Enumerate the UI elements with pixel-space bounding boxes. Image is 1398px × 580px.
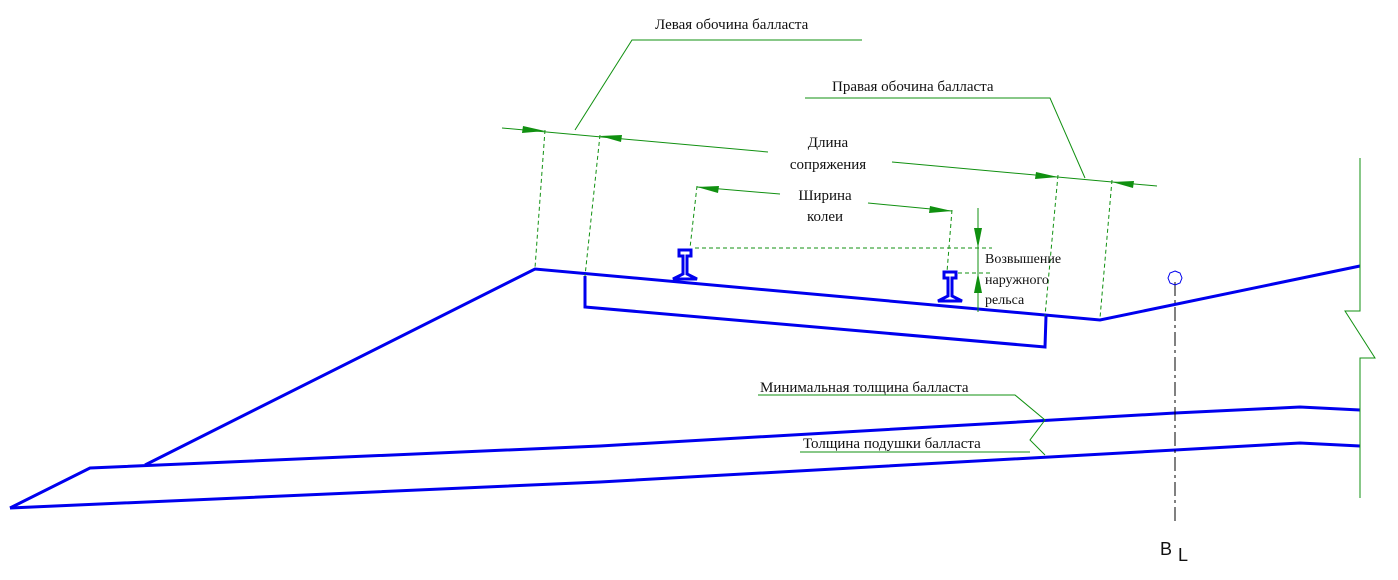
left-shoulder-label: Левая обочина балласта: [655, 17, 809, 33]
arrow-icon: [929, 206, 952, 213]
dimension-line: [501, 127, 769, 153]
extension-line: [1044, 174, 1059, 317]
extension-line: [534, 129, 546, 269]
centerline-marker-icon: [1167, 270, 1183, 286]
axis-label-b: B: [1160, 539, 1172, 559]
subgrade-top-line: [9, 405, 1361, 510]
subgrade-bottom-line: [9, 441, 1361, 510]
min-thickness-label: Минимальная толщина балласта: [760, 380, 969, 396]
right-rail-icon: [937, 270, 963, 303]
gauge-label: Ширина: [798, 188, 852, 204]
gauge-label-2: колеи: [807, 209, 843, 225]
min-thickness-leader: [758, 394, 1046, 456]
axis-label-l: L: [1178, 545, 1188, 565]
superelevation-label-3: рельса: [985, 293, 1025, 308]
arrow-icon: [600, 135, 622, 142]
right-shoulder-label: Правая обочина балласта: [832, 79, 994, 95]
transition-length-label: Длина: [808, 135, 849, 151]
left-rail-icon: [672, 248, 698, 281]
extension-line: [1099, 179, 1113, 319]
arrow-icon: [1035, 172, 1058, 179]
arrow-icon: [1112, 181, 1134, 188]
right-shoulder-leader: [805, 97, 1086, 179]
extension-line: [946, 209, 953, 273]
superelevation-label-2: наружного: [985, 273, 1049, 288]
extension-line: [584, 134, 601, 277]
arrow-icon: [974, 273, 982, 293]
extension-line: [689, 185, 698, 249]
transition-length-label-2: сопряжения: [790, 157, 866, 173]
arrow-icon: [974, 228, 982, 248]
sleeper: [583, 276, 1048, 349]
arrow-icon: [522, 126, 545, 133]
break-line: [1344, 158, 1376, 498]
ballast-slope-and-surface: [144, 264, 1361, 467]
superelevation-label: Возвышение: [985, 252, 1061, 267]
arrow-icon: [697, 186, 719, 193]
cushion-thickness-label: Толщина подушки балласта: [803, 436, 981, 452]
left-shoulder-leader: [574, 39, 862, 131]
